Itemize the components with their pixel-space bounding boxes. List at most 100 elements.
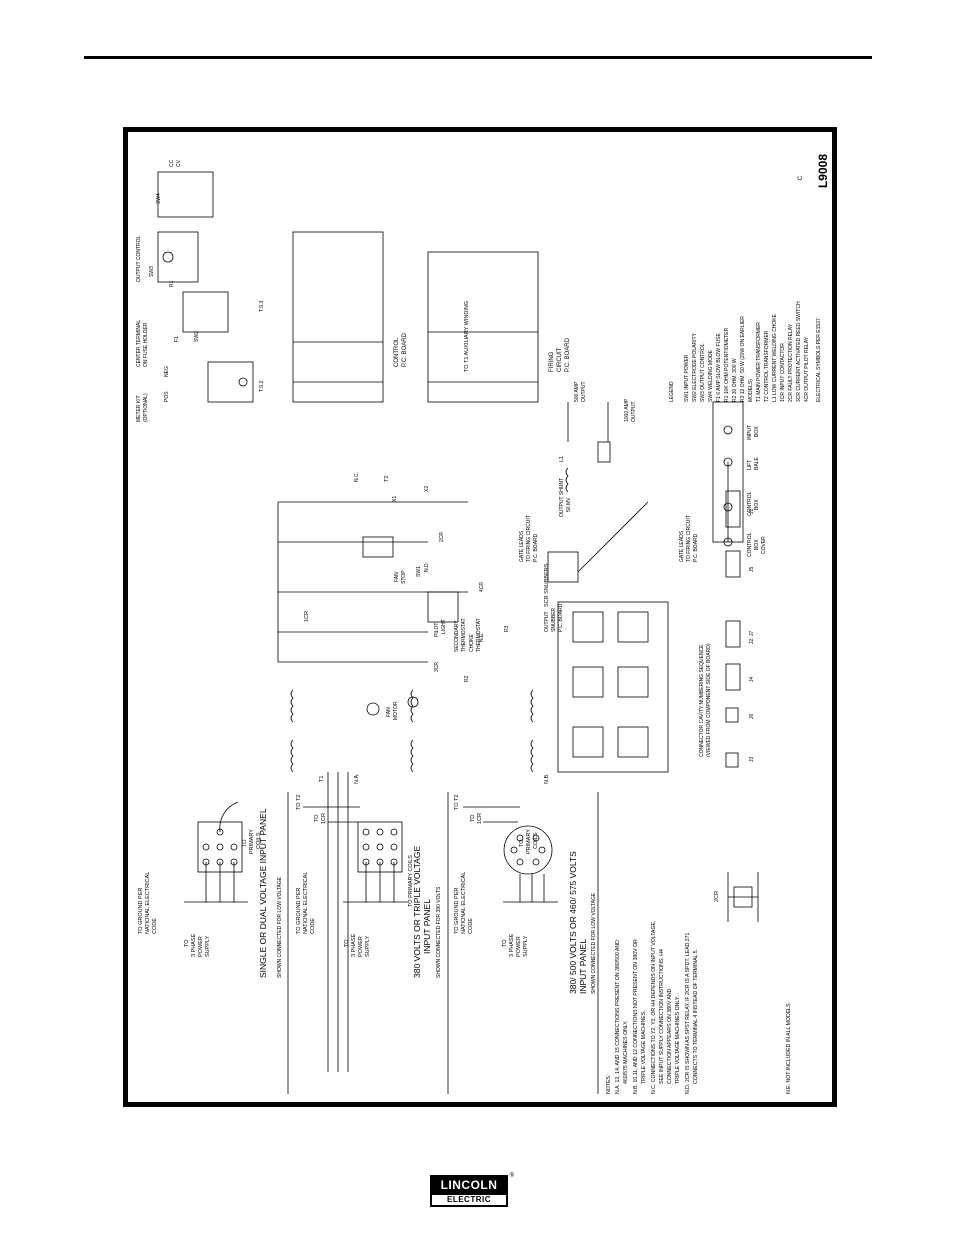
panel1-terminal-block — [184, 801, 248, 903]
label-control-box: CONTROL BOX — [747, 490, 760, 516]
logo-registered-mark: ® — [509, 1173, 514, 1179]
wiring-diagram: L9008 C TO GROUND PER NATIONAL ELECTRICA… — [136, 154, 830, 1094]
connector-sequence-caption: CONNECTOR CAVITY NUMBERING SEQUENCE (VIE… — [699, 643, 712, 757]
input-panel-380-500: TO GROUND PER NATIONAL ELECTRICAL CODE T… — [454, 792, 599, 1094]
label-na: N.A. — [354, 773, 360, 784]
label-j3: J3 — [749, 757, 755, 763]
label-2cr: 2CR — [439, 532, 445, 542]
relay-2cr-detail — [727, 872, 759, 922]
label-1cr: 1CR — [304, 611, 310, 622]
switch-area — [157, 171, 254, 403]
panel1-ground: TO GROUND PER NATIONAL ELECTRICAL CODE — [138, 870, 158, 934]
label-4cr: 4CR — [479, 582, 485, 592]
label-j6: J6 — [749, 714, 755, 720]
control-transformer-area — [277, 501, 468, 716]
logo-top-text: LINCOLN — [430, 1175, 508, 1195]
label-sw4: SW4 — [156, 193, 162, 204]
label-center-terminal: CENTER TERMINAL ON FUSE HOLDER — [136, 319, 149, 367]
label-sw3: SW3 — [149, 266, 155, 277]
label-cc: CC — [169, 159, 175, 167]
label-choke-thermostat: CHOKE THERMOSTAT — [469, 618, 482, 652]
main-transformer-t1 — [290, 601, 669, 1072]
label-fan-motor: FAN MOTOR — [386, 701, 399, 720]
lincoln-electric-logo: LINCOLN ELECTRIC ® — [430, 1173, 514, 1207]
label-j4: J4 — [749, 677, 755, 683]
panel1-title: SINGLE OR DUAL VOLTAGE INPUT PANEL — [258, 808, 268, 978]
panel3-title: 380/ 500 VOLTS OR 460/ 575 VOLTS — [568, 851, 578, 994]
label-1000-amp: 1000 AMP OUTPUT — [624, 398, 637, 422]
label-t1: T1 — [319, 776, 325, 782]
connector-sequence: CONNECTOR CAVITY NUMBERING SEQUENCE (VIE… — [699, 490, 755, 768]
panel1-subtitle: SHOWN CONNECTED FOR LOW VOLTAGE — [277, 876, 283, 978]
panel3-terminal-block — [463, 806, 558, 903]
label-2cr-detail: 2CR — [714, 891, 720, 902]
panel3-to-1cr: TO 1CR — [470, 813, 483, 824]
label-pos: POS — [164, 391, 170, 402]
label-output-snubber: OUTPUT SNUBBER P.C. BOARD — [544, 603, 564, 632]
label-l1: L1 — [559, 456, 565, 462]
panel3-ground: TO GROUND PER NATIONAL ELECTRICAL CODE — [454, 870, 474, 934]
label-r3: R3 — [504, 625, 510, 632]
panel2-ground: TO GROUND PER NATIONAL ELECTRICAL CODE — [296, 870, 316, 934]
panel2-subtitle: SHOWN CONNECTED FOR 380 VOLTS — [436, 886, 442, 978]
label-output-control: OUTPUT CONTROL — [136, 235, 142, 282]
label-j2j7: J2, J7 — [749, 630, 755, 644]
label-500-amp: 500 AMP OUTPUT — [574, 380, 587, 402]
label-cv: CV — [176, 159, 182, 167]
legend-block: LEGEND SW1 INPUT POWER SW2 ELECTRODE POL… — [669, 300, 822, 402]
label-sw2: SW2 — [194, 331, 200, 342]
panel3-to-t2: TO T2 — [454, 795, 460, 810]
label-t1-aux: TO T1 AUXILIARY WINDING — [464, 301, 470, 372]
label-j1: J1 — [749, 509, 755, 515]
label-secondary-thermostat: SECONDARY THERMOSTAT — [454, 618, 467, 652]
label-r2: R2 — [464, 675, 470, 682]
label-input-box: INPUT BOX — [747, 424, 760, 440]
panel2-coils: TO PRIMARY COILS — [408, 855, 414, 907]
label-nb: N.B. — [544, 773, 550, 784]
panel1-supply: TO 3 PHASE POWER SUPPLY — [184, 932, 211, 957]
panel3-supply: TO 3 PHASE POWER SUPPLY — [502, 932, 529, 957]
label-ne: N.E. — [479, 632, 485, 642]
label-nc: N.C. — [354, 472, 360, 482]
panel2-title: 380 VOLTS OR TRIPLE VOLTAGE — [412, 846, 422, 978]
panel3-subtitle: SHOWN CONNECTED FOR LOW VOLTAGE — [591, 892, 597, 994]
label-sw1: SW1 — [416, 566, 422, 577]
panel3-coils: TO PRIMARY COILS — [519, 828, 539, 854]
label-pilot-light: PILOT LIGHT — [434, 619, 447, 637]
label-gate-leads-2: GATE LEADS TO FIRING CIRCUIT P.C. BOARD — [679, 514, 699, 562]
note-ne: N.E. NOT INCLUDED IN ALL MODELS. — [786, 1002, 792, 1094]
panel2-title2: INPUT PANEL — [422, 899, 432, 954]
output-section — [547, 402, 649, 583]
revision-mark: C — [798, 175, 804, 180]
label-lift-bale: LIFT BALE — [747, 457, 760, 470]
legend-heading: LEGEND — [669, 381, 675, 402]
label-tsl2: T.S.2 — [259, 380, 265, 392]
label-control-box-cover: CONTROL BOX COVER — [747, 531, 767, 557]
note-line: N.A. 13, 14, AND 15 CONNECTIONS PRESENT … — [615, 919, 699, 1094]
label-control-board: CONTROL P.C. BOARD — [394, 332, 408, 367]
label-r1: R1 — [169, 280, 175, 287]
panel2-supply: TO 3 PHASE POWER SUPPLY — [344, 932, 371, 957]
ground-points — [712, 401, 744, 547]
label-x2: X2 — [424, 486, 430, 492]
label-fan-stop: FAN STOP — [394, 570, 407, 584]
label-t2: T2 — [384, 476, 390, 482]
control-board — [292, 231, 384, 403]
panel2-terminal-block — [303, 806, 408, 903]
label-meter-kit: METER KIT (OPTIONAL) — [136, 393, 149, 422]
legend-items: SW1 INPUT POWER SW2 ELECTRODE POLARITY S… — [684, 300, 822, 402]
notes-heading: NOTES: — [606, 1075, 612, 1094]
label-gate-leads-1: GATE LEADS TO FIRING CIRCUIT P.C. BOARD — [519, 514, 539, 562]
label-firing-board: FIRING CIRCUIT P.C. BOARD — [549, 337, 571, 372]
panel3-title2: INPUT PANEL — [578, 939, 588, 994]
label-f1: F1 — [174, 336, 180, 342]
panel2-to-t2: TO T2 — [296, 795, 302, 810]
label-3cr: 3CR — [434, 662, 440, 672]
header-rule — [84, 56, 872, 59]
label-neg: NEG — [164, 366, 170, 377]
firing-board — [427, 251, 539, 403]
logo-bottom-text: ELECTRIC — [430, 1195, 508, 1207]
notes-block: NOTES: N.A. 13, 14, AND 15 CONNECTIONS P… — [606, 919, 792, 1094]
drawing-number: L9008 — [816, 154, 830, 188]
panel2-to-1cr: TO 1CR — [314, 813, 327, 824]
